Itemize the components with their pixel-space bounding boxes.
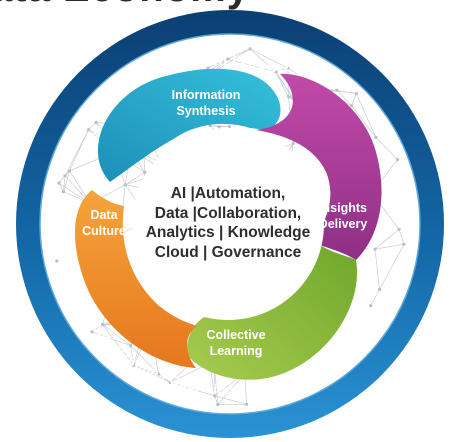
- network-link: [398, 229, 405, 245]
- network-node: [132, 363, 136, 367]
- network-node: [57, 181, 61, 185]
- network-link: [275, 71, 289, 97]
- network-link: [124, 171, 145, 186]
- network-link: [336, 90, 352, 106]
- network-node: [248, 47, 252, 51]
- network-link: [91, 331, 131, 346]
- network-link: [130, 345, 135, 366]
- network-link: [88, 122, 97, 131]
- network-link: [102, 324, 135, 366]
- network-link: [214, 395, 247, 405]
- inner-ring-edge: [39, 33, 421, 415]
- network-node: [55, 259, 59, 263]
- network-link: [275, 71, 296, 103]
- network-node: [369, 304, 373, 308]
- network-node: [123, 183, 127, 187]
- page-heading-fragment: ata Economy: [0, 0, 250, 8]
- network-node: [61, 190, 66, 194]
- network-link: [374, 229, 400, 250]
- network-link: [207, 58, 228, 69]
- network-node: [354, 91, 358, 96]
- network-link: [133, 365, 171, 383]
- network-link: [275, 67, 289, 73]
- segment-label-line: Information: [172, 88, 241, 102]
- network-node: [244, 402, 249, 406]
- network-link: [249, 48, 289, 69]
- network-node: [156, 372, 160, 376]
- network-node: [227, 124, 232, 129]
- center-line-3: Analytics | Knowledge: [145, 224, 311, 241]
- network-link: [336, 89, 357, 94]
- network-node: [67, 169, 72, 173]
- network-link: [58, 182, 64, 192]
- network-node: [349, 104, 354, 108]
- network-node: [143, 170, 147, 174]
- network-node: [291, 141, 295, 145]
- center-line-2: Data |Collaboration,: [154, 204, 302, 222]
- segment-label-line: Learning: [210, 344, 263, 358]
- network-node: [128, 344, 133, 348]
- network-link: [374, 249, 380, 290]
- network-link: [370, 289, 380, 306]
- network-node: [94, 120, 98, 124]
- network-node: [90, 330, 94, 334]
- network-node: [206, 66, 210, 70]
- network-link: [351, 93, 357, 106]
- network-node: [335, 88, 339, 92]
- center-circle: [132, 128, 324, 320]
- network-link: [374, 243, 405, 250]
- network-link: [64, 129, 89, 176]
- network-node: [100, 322, 105, 327]
- network-link: [158, 373, 171, 383]
- network-node: [402, 242, 406, 246]
- network-node: [286, 66, 290, 70]
- network-link: [130, 345, 159, 375]
- network-link: [63, 175, 66, 192]
- network-link: [170, 382, 215, 397]
- network-link: [379, 244, 405, 290]
- network-node: [168, 380, 172, 384]
- network-node: [274, 70, 278, 74]
- network-node: [374, 135, 378, 139]
- network-link: [355, 93, 377, 138]
- center-line-1: AI |Automation,: [170, 185, 286, 202]
- center-text: AI |Automation, Data |Collaboration, Ana…: [128, 184, 328, 262]
- network-link: [133, 365, 159, 375]
- network-node: [226, 57, 230, 61]
- network-node: [373, 247, 377, 251]
- center-line-4: Cloud | Governance: [154, 243, 302, 261]
- segment-label-line: Insights: [319, 201, 367, 215]
- network-node: [86, 128, 91, 132]
- network-link: [102, 324, 131, 346]
- network-node: [217, 125, 221, 129]
- segment-label-line: Delivery: [319, 217, 368, 231]
- network-node: [395, 157, 400, 162]
- network-link: [63, 170, 70, 192]
- segment-insights-delivery: [256, 73, 382, 260]
- network-node: [216, 402, 220, 407]
- segment-information-synthesis: [97, 68, 281, 182]
- segment-label-line: Data: [90, 208, 118, 222]
- network-node: [286, 95, 291, 99]
- network-node: [377, 287, 382, 292]
- network-node: [397, 227, 401, 231]
- segment-data-culture: [74, 190, 197, 368]
- network-node: [213, 394, 217, 398]
- segment-label-line: Culture: [82, 224, 126, 238]
- network-link: [375, 137, 398, 160]
- network-link: [227, 58, 276, 73]
- segment-label-line: Collective: [206, 328, 265, 342]
- network-node: [63, 174, 67, 178]
- segment-label-line: Synthesis: [176, 104, 235, 118]
- network-link: [249, 48, 276, 73]
- network-link: [351, 105, 377, 138]
